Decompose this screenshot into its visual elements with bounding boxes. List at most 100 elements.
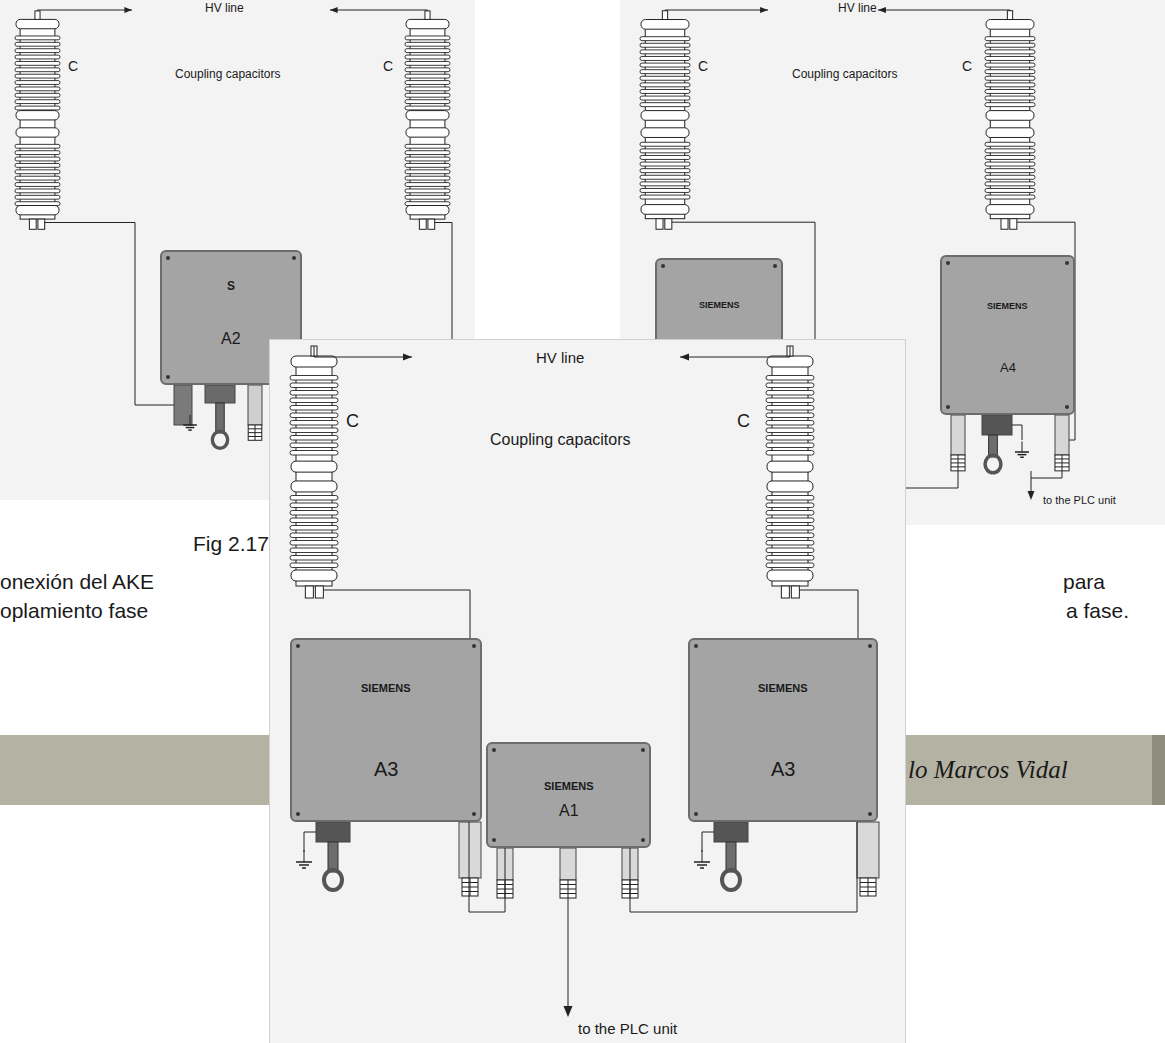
insulator-fin bbox=[640, 89, 690, 93]
earth-strap bbox=[726, 842, 736, 872]
capacitor-flange bbox=[16, 19, 59, 28]
insulator-fin bbox=[15, 163, 60, 167]
capacitor-flange bbox=[291, 481, 337, 492]
figure-label: Coupling capacitors bbox=[490, 431, 631, 449]
earth-lead bbox=[1012, 425, 1022, 440]
insulator-fin bbox=[290, 443, 338, 448]
insulator-fin bbox=[640, 155, 690, 159]
figure-label: to the PLC unit bbox=[1043, 494, 1116, 507]
capacitor-lug bbox=[419, 219, 426, 229]
figure-label: C bbox=[68, 58, 78, 74]
junction-box: SIEMENSA3 bbox=[290, 638, 482, 822]
insulator-fin bbox=[766, 383, 814, 388]
earth-ring bbox=[722, 870, 740, 890]
insulator-fin bbox=[766, 421, 814, 426]
figure-label: C bbox=[383, 58, 393, 74]
screw bbox=[946, 405, 950, 409]
screw bbox=[694, 644, 698, 648]
insulator-fin bbox=[985, 63, 1035, 67]
insulator-fin bbox=[640, 169, 690, 173]
connector-rib bbox=[1062, 455, 1063, 471]
insulator-fin bbox=[640, 56, 690, 60]
capacitor-flange bbox=[767, 570, 813, 581]
brand-label: S bbox=[227, 280, 235, 294]
capacitor-flange bbox=[291, 461, 337, 472]
earth-lead bbox=[1022, 441, 1023, 452]
capacitor-flange bbox=[406, 19, 449, 28]
wire bbox=[1031, 471, 1062, 478]
insulator-fin bbox=[405, 42, 450, 46]
insulator-fin bbox=[766, 548, 814, 553]
hv-terminal bbox=[662, 11, 667, 20]
junction-box: SIEMENSA1 bbox=[486, 742, 651, 848]
hv-line-lead bbox=[878, 10, 1010, 12]
insulator-fin bbox=[640, 188, 690, 192]
insulator-fin bbox=[985, 162, 1035, 166]
insulator-fin bbox=[15, 106, 60, 110]
insulator-fin bbox=[15, 36, 60, 40]
insulator-fin bbox=[405, 170, 450, 174]
insulator-fin bbox=[640, 195, 690, 199]
cable-bushing bbox=[316, 822, 350, 842]
insulator-fin bbox=[640, 63, 690, 67]
screw bbox=[166, 256, 170, 260]
earth-symbol bbox=[1018, 454, 1027, 456]
hv-line-lead bbox=[680, 346, 790, 357]
part-label: A1 bbox=[559, 802, 579, 820]
capacitor-flange bbox=[986, 128, 1034, 138]
connector-body bbox=[462, 878, 478, 896]
screw bbox=[641, 748, 645, 752]
capacitor-flange bbox=[767, 461, 813, 472]
insulator-fin bbox=[290, 398, 338, 403]
capacitor-lug bbox=[1001, 219, 1008, 230]
insulator-fin bbox=[15, 55, 60, 59]
junction-box: SIEMENSA4 bbox=[940, 255, 1075, 415]
insulator-fin bbox=[290, 428, 338, 433]
insulator-fin bbox=[766, 541, 814, 546]
capacitor-lug bbox=[305, 586, 313, 598]
earth-symbol bbox=[186, 427, 195, 429]
cable-bushing bbox=[248, 385, 262, 425]
insulator-fin bbox=[985, 83, 1035, 87]
hv-line-lead bbox=[38, 10, 133, 12]
insulator-fin bbox=[985, 56, 1035, 60]
insulator-fin bbox=[640, 70, 690, 74]
insulator-fin bbox=[985, 142, 1035, 146]
capacitor-lug bbox=[791, 586, 799, 598]
screw bbox=[773, 264, 777, 268]
hv-line-lead bbox=[665, 10, 768, 12]
insulator-fin bbox=[985, 43, 1035, 47]
insulator-fin bbox=[405, 106, 450, 110]
insulator-fin bbox=[15, 183, 60, 187]
insulator-fin bbox=[405, 183, 450, 187]
insulator-fin bbox=[15, 81, 60, 85]
arrow-head bbox=[564, 1006, 573, 1017]
coupling-capacitor bbox=[15, 11, 60, 229]
capacitor-flange bbox=[291, 356, 337, 367]
cable-bushing bbox=[857, 822, 879, 878]
insulator-fin bbox=[405, 176, 450, 180]
insulator-fin bbox=[15, 61, 60, 65]
insulator-fin bbox=[766, 518, 814, 523]
arrow-head bbox=[1028, 491, 1035, 500]
insulator-fin bbox=[640, 76, 690, 80]
earth-lead bbox=[702, 832, 714, 852]
insulator-fin bbox=[290, 533, 338, 538]
insulator-fin bbox=[290, 383, 338, 388]
earth-lead bbox=[702, 850, 703, 862]
capacitor-lug bbox=[38, 219, 45, 229]
arrow-head bbox=[760, 7, 768, 13]
insulator-fin bbox=[405, 81, 450, 85]
capacitor-flange bbox=[641, 128, 689, 138]
cable-bushing bbox=[951, 415, 965, 455]
arrow-head bbox=[403, 354, 412, 361]
figure-label: HV line bbox=[205, 2, 244, 16]
insulator-fin bbox=[290, 541, 338, 546]
earth-symbol bbox=[1015, 451, 1029, 453]
caption-text: oplamiento fase bbox=[0, 599, 148, 623]
footer-edge bbox=[1152, 735, 1165, 805]
screw bbox=[641, 838, 645, 842]
insulator-fin bbox=[290, 496, 338, 501]
cable-bushing bbox=[174, 385, 192, 425]
insulator-fin bbox=[15, 74, 60, 78]
